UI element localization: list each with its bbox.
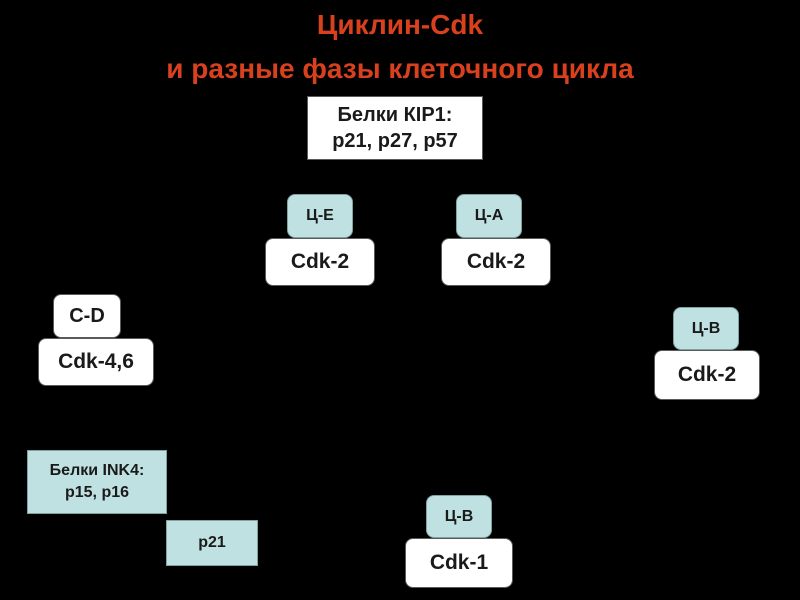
kip1-proteins-box: Белки КIP1: p21, p27, p57 — [307, 96, 483, 160]
ink4-proteins-box: Белки INK4: p15, p16 — [27, 450, 167, 514]
cyclin-a-box: Ц-A — [456, 194, 522, 238]
kip1-proteins-list: p21, p27, p57 — [332, 130, 458, 152]
cyclin-d-box: C-D — [53, 294, 121, 338]
cdk46-cd-box: Cdk-4,6 — [38, 338, 154, 386]
cyclin-e-box: Ц-E — [287, 194, 353, 238]
cdk2-ce-box: Cdk-2 — [265, 238, 375, 286]
cyclin-b-bottom-box: Ц-B — [426, 495, 492, 538]
title-line-2: и разные фазы клеточного цикла — [166, 53, 634, 84]
p21-box: p21 — [166, 520, 258, 566]
kip1-proteins-title: Белки КIP1: — [337, 104, 453, 126]
cdk2-ca-box: Cdk-2 — [441, 238, 551, 286]
cdk2-cb-box: Cdk-2 — [654, 350, 760, 400]
title-line-1: Циклин-Cdk — [316, 9, 484, 40]
ink4-proteins-list: p15, p16 — [64, 484, 130, 501]
cdk1-cb-box: Cdk-1 — [405, 538, 513, 588]
ink4-proteins-title: Белки INK4: — [49, 462, 145, 479]
cyclin-b-right-box: Ц-B — [673, 307, 739, 350]
